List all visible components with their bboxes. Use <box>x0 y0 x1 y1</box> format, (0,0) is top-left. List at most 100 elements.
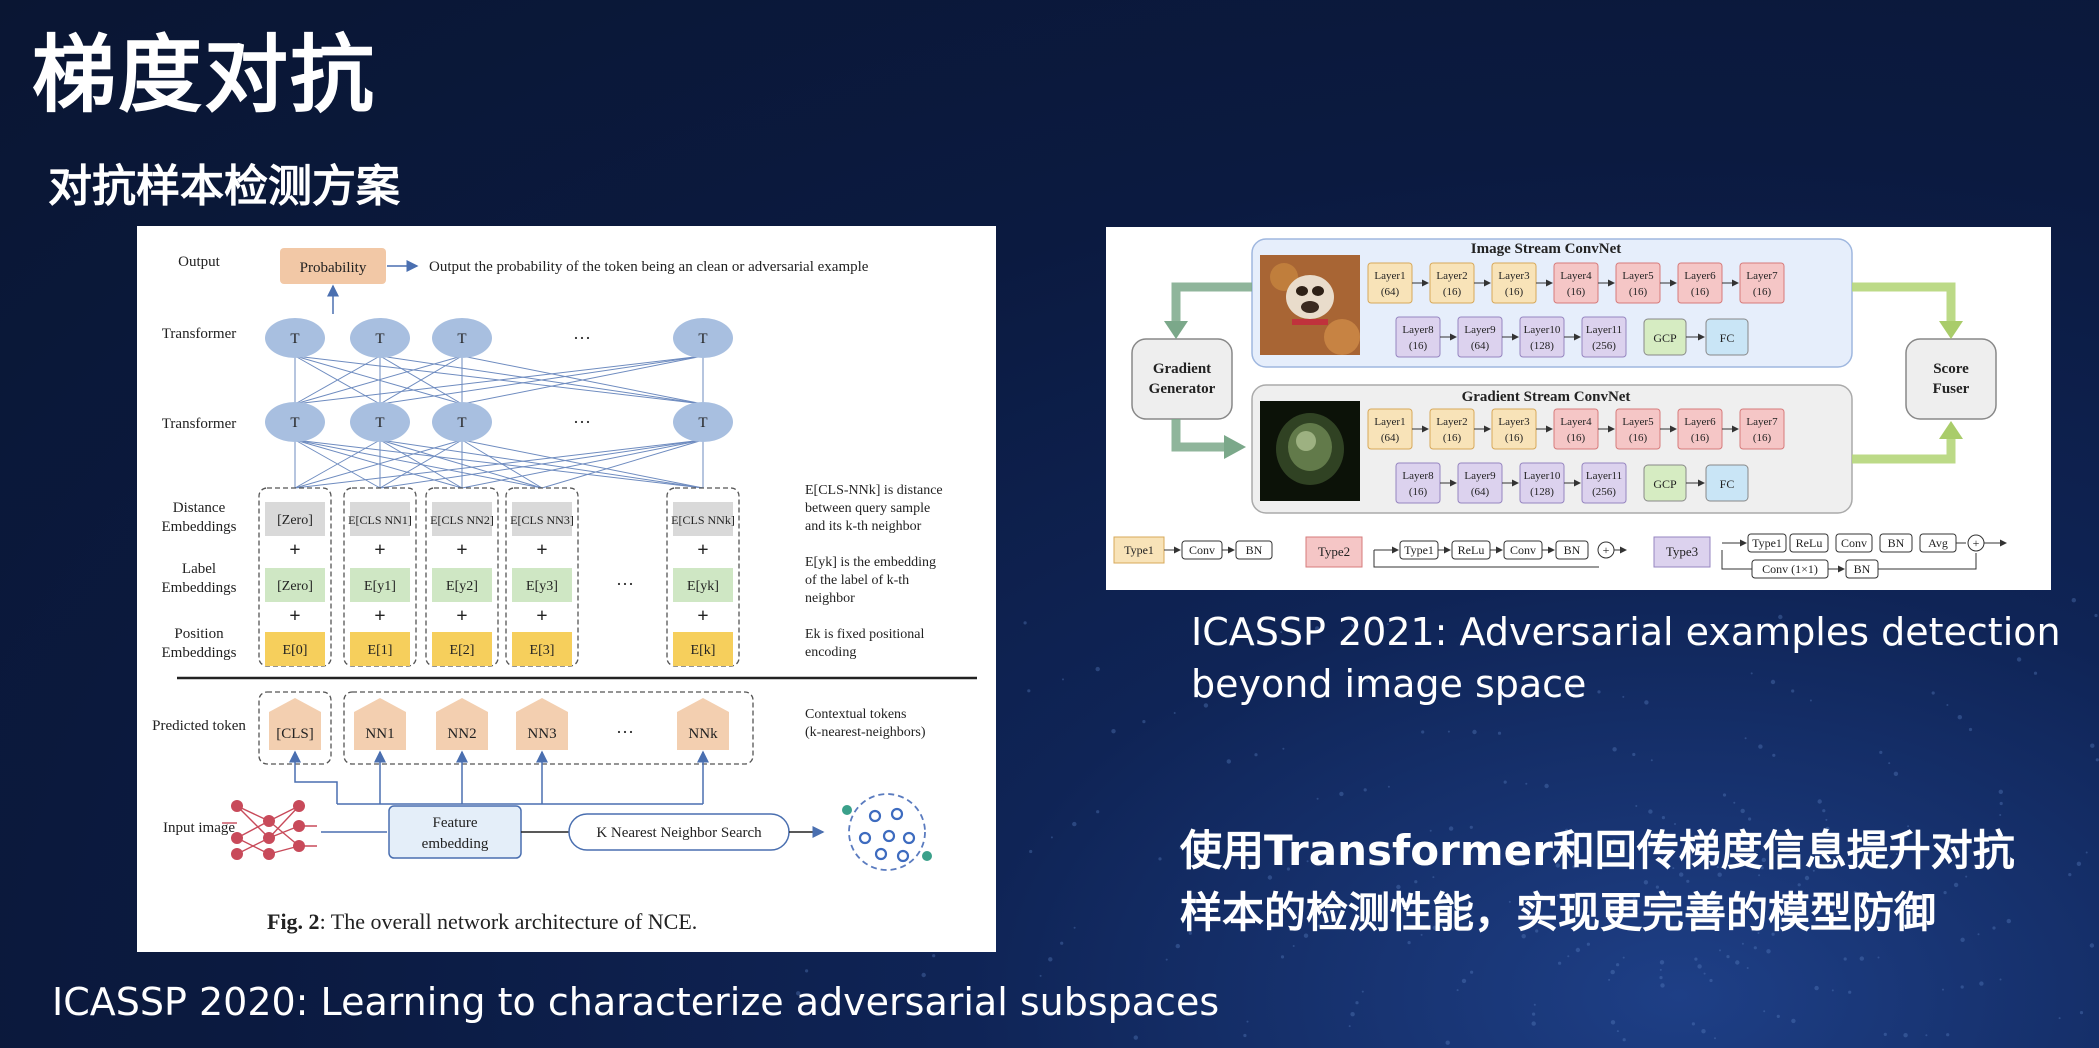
image-layer-1-name: Layer1 <box>1374 270 1405 282</box>
image-fc-block <box>1705 318 1749 356</box>
image-stream-title: Image Stream ConvNet <box>1471 241 1622 257</box>
zero-label-text: [Zero] <box>277 579 313 594</box>
nnk-text: NNk <box>688 726 718 742</box>
note-contextual-2: (k-nearest-neighbors) <box>805 725 926 740</box>
slide-title: 梯度对抗 <box>32 26 377 124</box>
gradient-layer-4-name: Layer4 <box>1560 416 1592 428</box>
distance-token-k-text: E[CLS NNk] <box>671 513 735 527</box>
gradient-layer-2-name: Layer2 <box>1436 416 1467 428</box>
cls-token-text: [CLS] <box>276 726 314 742</box>
summary-text: 使用Transformer和回传梯度信息提升对抗样本的检测性能，实现更完善的模型… <box>1180 826 2015 937</box>
probability-label: Probability <box>300 260 367 276</box>
image-layer-5-name: Layer5 <box>1622 270 1654 282</box>
legend-type1-b-text: Type1 <box>1404 543 1434 557</box>
legend-bn-b-text: BN <box>1564 543 1581 557</box>
image-layer-b-2-name: Layer9 <box>1464 324 1496 336</box>
output-description: Output the probability of the token bein… <box>429 259 869 275</box>
legend-conv-b-text: Conv <box>1510 543 1536 557</box>
gradient-layer-b-4 <box>1581 462 1627 504</box>
feature-embedding-text-2: embedding <box>422 836 489 852</box>
legend-type3-text: Type3 <box>1666 544 1698 559</box>
transformer-node-top-4-label: T <box>698 331 707 347</box>
gradient-layer-1-channels: (64) <box>1381 432 1400 444</box>
label-token-3-text: E[y3] <box>526 579 558 594</box>
transformer-ellipsis-bottom: ··· <box>573 412 591 432</box>
legend-bn-text: BN <box>1246 543 1263 557</box>
plus-2: + <box>374 539 385 561</box>
gradient-layer-b-1-name: Layer8 <box>1402 470 1434 482</box>
label-token-1-text: E[y1] <box>364 579 396 594</box>
image-layer-1-channels: (64) <box>1381 286 1400 298</box>
image-layer-b-4-channels: (256) <box>1592 340 1616 352</box>
image-layer-b-4 <box>1581 316 1627 358</box>
label-token-2-text: E[y2] <box>446 579 478 594</box>
gradient-stream-title: Gradient Stream ConvNet <box>1462 389 1631 405</box>
gradient-generator-text-2: Generator <box>1149 381 1216 397</box>
probability-box <box>280 248 386 284</box>
row-label-label: Label <box>182 561 216 577</box>
arrow-to-gradient-stream <box>1224 435 1246 459</box>
image-layer-b-4-name: Layer11 <box>1586 324 1622 336</box>
image-layer-5-channels: (16) <box>1629 286 1648 298</box>
nn1-text: NN1 <box>365 726 394 742</box>
note-distance-3: and its k-th neighbor <box>805 519 922 534</box>
gradient-layer-6-name: Layer6 <box>1684 416 1716 428</box>
image-layer-2-name: Layer2 <box>1436 270 1467 282</box>
image-layer-7-channels: (16) <box>1753 286 1772 298</box>
nn3-text: NN3 <box>527 726 556 742</box>
legend-conv-c-text: Conv <box>1841 536 1867 550</box>
plus-7: + <box>374 605 385 627</box>
legend-relu-c-text: ReLu <box>1796 536 1823 550</box>
row-label-transformer-top: Transformer <box>162 326 236 342</box>
image-layer-4-name: Layer4 <box>1560 270 1592 282</box>
distance-token-2 <box>432 502 492 536</box>
image-layer-3-name: Layer3 <box>1498 270 1530 282</box>
transformer-node-bottom-4-label: T <box>698 415 707 431</box>
gradient-layer-b-2-name: Layer9 <box>1464 470 1496 482</box>
plus-4: + <box>536 539 547 561</box>
arrow-to-score-fuser-bottom <box>1939 421 1963 439</box>
row-label-transformer-bottom: Transformer <box>162 416 236 432</box>
gradient-layer-b-3-name: Layer10 <box>1524 470 1561 482</box>
plus-3: + <box>456 539 467 561</box>
row-label-input: Input image <box>163 820 235 836</box>
gradient-image <box>1260 401 1360 501</box>
knn-search-text: K Nearest Neighbor Search <box>596 825 762 841</box>
legend-add-2-text: + <box>1973 536 1980 550</box>
nn3-shape <box>516 698 568 750</box>
legend-avg-text: Avg <box>1928 536 1948 550</box>
legend-type1 <box>1113 536 1165 564</box>
gradient-generator-box <box>1131 338 1233 420</box>
nn1-shape <box>354 698 406 750</box>
gradient-layer-b-4-name: Layer11 <box>1586 470 1622 482</box>
legend-bn-c <box>1879 533 1913 553</box>
legend-type1-text: Type1 <box>1124 543 1154 557</box>
label-token-2 <box>432 568 492 602</box>
gradient-layer-6-channels: (16) <box>1691 432 1710 444</box>
pos-token-k-text: E[k] <box>691 643 716 658</box>
transformer-node-top-2 <box>350 318 410 358</box>
distance-token-k <box>673 502 733 536</box>
legend-bn-b <box>1555 540 1589 560</box>
score-fuser-box <box>1905 338 1997 420</box>
dual-stream-diagram: Image Stream ConvNet Gradient Stream Con… <box>1113 238 2007 579</box>
pos-token-1 <box>350 632 410 666</box>
transformer-ellipsis-top: ··· <box>573 328 591 348</box>
image-layer-b-2-channels: (64) <box>1471 340 1490 352</box>
note-label-1: E[yk] is the embedding <box>805 555 936 570</box>
gradient-layer-3-name: Layer3 <box>1498 416 1530 428</box>
image-layer-b-1-name: Layer8 <box>1402 324 1434 336</box>
arrow-to-score-fuser-top <box>1939 321 1963 339</box>
image-gcp-label: GCP <box>1653 331 1677 345</box>
pos-token-3 <box>512 632 572 666</box>
label-ellipsis: ··· <box>616 574 634 594</box>
pos-token-3-text: E[3] <box>530 643 555 658</box>
label-token-k-text: E[yk] <box>687 579 719 594</box>
figure-caption: Fig. 2: The overall network architecture… <box>267 909 697 934</box>
legend-relu-text: ReLu <box>1458 543 1485 557</box>
note-label-2: of the label of k-th <box>805 573 909 588</box>
image-layer-7-name: Layer7 <box>1746 270 1778 282</box>
legend-bn-c-text: BN <box>1888 536 1905 550</box>
gradient-layer-4-channels: (16) <box>1567 432 1586 444</box>
row-label-label-2: Embeddings <box>162 580 237 596</box>
